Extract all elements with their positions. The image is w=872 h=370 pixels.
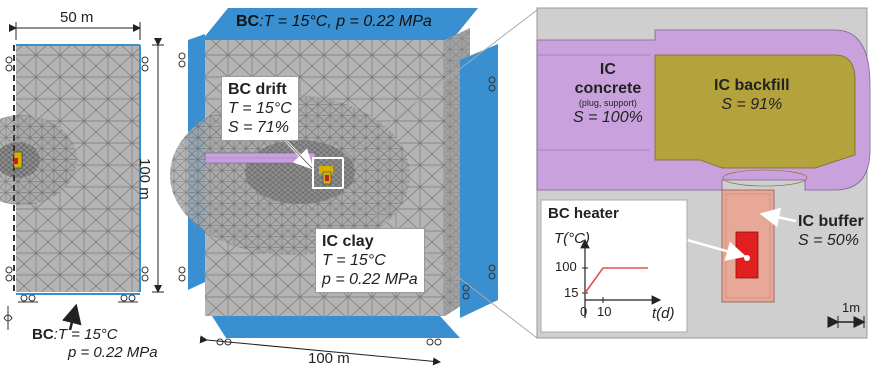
ic-buffer-title: IC buffer [798,213,864,230]
left-roller-supports [5,56,149,303]
top-boundary-plane [198,8,478,45]
heater-chart-xlabel: t(d) [652,305,675,322]
top-bc-prefix: BC [236,13,260,30]
ic-concrete-value: S = 100% [573,109,643,126]
left-height-label: 100 m [136,158,153,200]
zoom-line-top [342,9,538,159]
zoom-line-bottom [342,187,538,339]
center-width-dimension [199,335,441,366]
left-width-label: 50 m [60,9,94,26]
scale-label: 1m [842,300,861,315]
left-bc-line1: :T = 15°C [53,326,118,343]
bc-drift-line1: T = 15°C [228,100,292,117]
backfill-region [654,54,856,169]
ic-buffer-value: S = 50% [798,232,859,249]
right-boundary-plane [460,44,498,318]
ic-backfill-value: S = 91% [721,96,783,113]
ic-concrete-title2: concrete [574,80,642,97]
ic-clay-line2: p = 0.22 MPa [322,271,418,288]
heater-chart-title: BC heater [548,205,619,222]
center-model [170,8,538,366]
top-bc-label: BC:T = 15°C, p = 0.22 MPa [236,13,432,31]
axis-rotation-icon [3,306,13,330]
heater-chart-background [540,199,688,333]
center-width-label: 100 m [308,350,350,367]
center-heater [319,166,333,174]
left-bc-prefix: BC [32,326,54,343]
left-bc-label: BC:T = 15°C p = 0.22 MPa [32,326,158,362]
left-bc-arrow [62,303,82,331]
bc-drift-title: BC drift [228,81,287,98]
ic-concrete-label: IC concrete (plug, support) S = 100% [573,60,643,127]
bottom-boundary-plane [212,316,460,338]
heater-pointer [679,236,747,261]
left-model [0,22,164,331]
top-bc-text: :T = 15°C, p = 0.22 MPa [259,13,432,30]
heater-chart-ylabel: T(°C) [554,230,590,247]
ic-concrete-title1: IC [599,61,616,78]
heater-chart-ytick-100: 100 [555,259,577,274]
heater-chart-xtick-0: 0 [580,304,588,319]
ic-clay-box: IC clay T = 15°C p = 0.22 MPa [315,228,425,293]
ic-backfill-label: IC backfill S = 91% [714,76,790,114]
ic-clay-line1: T = 15°C [322,252,386,269]
ic-clay-title: IC clay [322,233,374,250]
heater-chart-ytick-15: 15 [564,285,579,300]
heater-temperature-line [584,267,648,294]
bc-drift-box: BC drift T = 15°C S = 71% [221,76,299,141]
left-bc-line2: p = 0.22 MPa [68,344,158,361]
ic-backfill-title: IC backfill [714,77,790,94]
heater-chart [540,199,688,333]
bc-drift-line2: S = 71% [228,119,289,136]
drift-detail-frame [312,157,344,189]
ic-concrete-note: (plug, support) [578,98,637,108]
ic-buffer-label: IC buffer S = 50% [798,212,864,250]
heater-chart-xtick-10: 10 [597,304,612,319]
buffer-pointer [759,207,797,228]
